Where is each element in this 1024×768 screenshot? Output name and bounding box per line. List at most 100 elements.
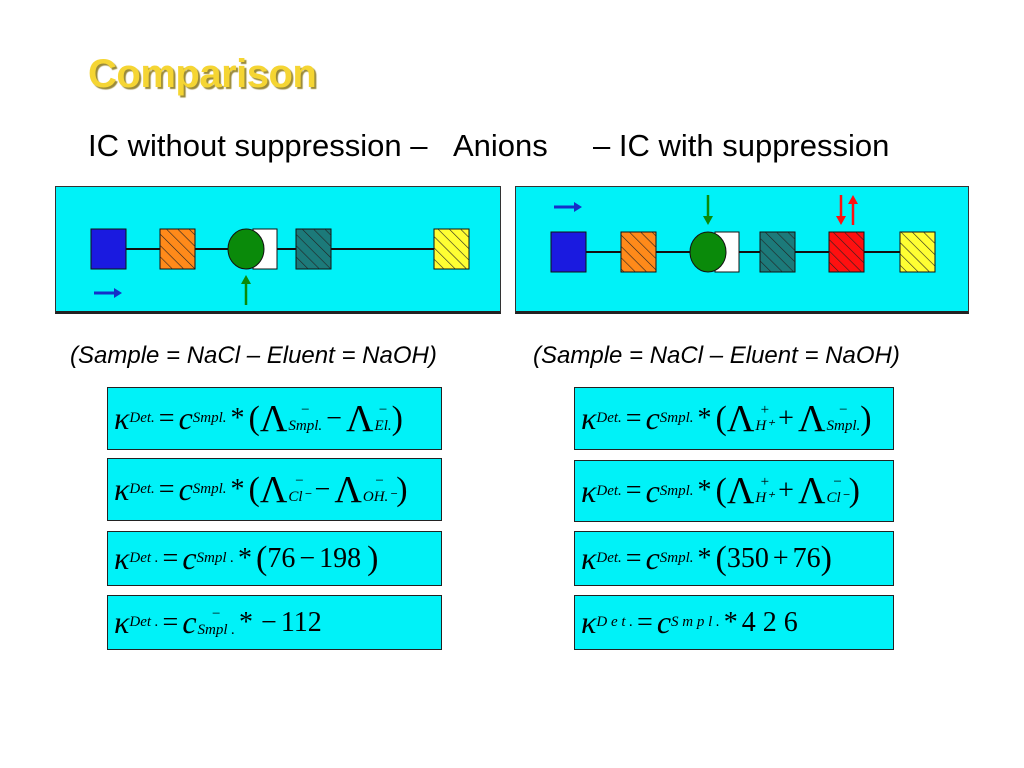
lambda-scripts: −Cl⁻: [288, 472, 311, 505]
value-b: 76: [792, 542, 821, 574]
value-b: 198: [319, 542, 362, 574]
kappa-subscript: D e t .: [596, 614, 634, 630]
separator-block: [295, 228, 332, 270]
close-paren: ): [860, 399, 872, 437]
c-subscript: Smpl .: [196, 550, 235, 566]
equals-sign: =: [625, 475, 642, 506]
close-paren: ): [820, 539, 832, 577]
minus-sign: −: [261, 606, 277, 638]
c-subscript: S m p l .: [671, 614, 720, 630]
lambda-scripts: +H⁺: [755, 474, 775, 506]
caption-left: (Sample = NaCl – Eluent = NaOH): [70, 342, 437, 369]
close-paren: ): [367, 539, 379, 577]
multiply-sign: *: [723, 606, 738, 638]
lambda-scripts: −Smpl.: [826, 401, 861, 434]
subtitle-right: – IC with suppression: [593, 128, 890, 163]
kappa-symbol: κ: [114, 471, 130, 507]
sample-injection-arrow-icon: [703, 195, 713, 225]
c-symbol: c: [656, 604, 672, 640]
kappa-symbol: κ: [114, 400, 130, 436]
kappa-subscript: Det.: [596, 482, 622, 499]
plus-sign: +: [778, 402, 794, 434]
diagram-without-suppression: [55, 186, 501, 314]
equals-sign: =: [158, 402, 175, 434]
lambda-scripts: −Cl⁻: [826, 474, 849, 506]
minus-sign: −: [326, 402, 342, 434]
detector-block: [433, 228, 470, 270]
kappa-symbol: κ: [581, 604, 597, 640]
minus-sign: −: [314, 473, 331, 505]
kappa-symbol: κ: [114, 604, 130, 640]
injector-block: [159, 228, 196, 270]
lambda-symbol: Λ: [726, 470, 755, 512]
subtitle-left: IC without suppression –: [88, 128, 428, 163]
close-paren: ): [848, 472, 860, 509]
equals-sign: =: [162, 606, 179, 638]
lambda-symbol: Λ: [797, 397, 826, 440]
multiply-sign: *: [230, 473, 245, 505]
c-scripts: −Smpl .: [197, 605, 236, 638]
lambda-scripts: +H⁺: [755, 401, 775, 434]
diagram-with-suppression: [515, 186, 969, 314]
multiply-sign: *: [697, 402, 712, 434]
kappa-symbol: κ: [581, 472, 597, 509]
plus-sign: +: [778, 475, 794, 506]
equals-sign: =: [162, 542, 179, 574]
c-subscript: Smpl.: [659, 410, 694, 426]
c-symbol: c: [645, 472, 660, 509]
equals-sign: =: [625, 542, 642, 574]
column-block: [227, 228, 278, 270]
c-subscript: Smpl.: [659, 550, 694, 566]
c-subscript: Smpl.: [659, 482, 694, 499]
kappa-symbol: κ: [581, 400, 597, 436]
open-paren: (: [248, 470, 260, 508]
lambda-symbol: Λ: [259, 397, 288, 440]
detector-block: [899, 231, 936, 273]
kappa-subscript: Det .: [129, 550, 159, 566]
suppressor-block: [828, 231, 865, 273]
value-a: 350: [726, 542, 769, 574]
c-symbol: c: [178, 471, 193, 507]
lambda-scripts: −El.: [374, 401, 392, 434]
diagram-without-suppression-svg: [90, 228, 470, 305]
kappa-subscript: Det.: [129, 410, 155, 426]
kappa-subscript: Det.: [596, 550, 622, 566]
kappa-symbol: κ: [114, 540, 130, 576]
kappa-subscript: Det .: [129, 614, 159, 630]
result-value: 4 2 6: [741, 606, 798, 638]
c-symbol: c: [182, 540, 197, 576]
caption-right: (Sample = NaCl – Eluent = NaOH): [533, 342, 900, 369]
open-paren: (: [256, 539, 268, 577]
eluent-flow-arrow-icon: [554, 202, 582, 212]
lambda-symbol: Λ: [259, 468, 288, 511]
sample-injection-arrow-icon: [241, 275, 251, 305]
injector-block: [620, 231, 657, 273]
equals-sign: =: [625, 402, 642, 434]
pump-block: [90, 228, 127, 270]
open-paren: (: [248, 399, 260, 437]
separator-block: [759, 231, 796, 273]
lambda-scripts: −Smpl.: [288, 401, 323, 434]
minus-sign: −: [299, 542, 316, 574]
multiply-sign: *: [697, 475, 712, 506]
close-paren: ): [396, 470, 408, 508]
result-value: 112: [280, 606, 322, 638]
lambda-scripts: −OH.⁻: [362, 472, 397, 505]
c-symbol: c: [178, 400, 193, 436]
c-subscript: Smpl.: [192, 410, 227, 426]
kappa-symbol: κ: [581, 540, 597, 576]
column-block: [689, 231, 740, 273]
multiply-sign: *: [239, 606, 254, 638]
lambda-symbol: Λ: [334, 468, 362, 511]
equals-sign: =: [158, 473, 175, 505]
equals-sign: =: [637, 606, 653, 638]
open-paren: (: [715, 399, 727, 437]
